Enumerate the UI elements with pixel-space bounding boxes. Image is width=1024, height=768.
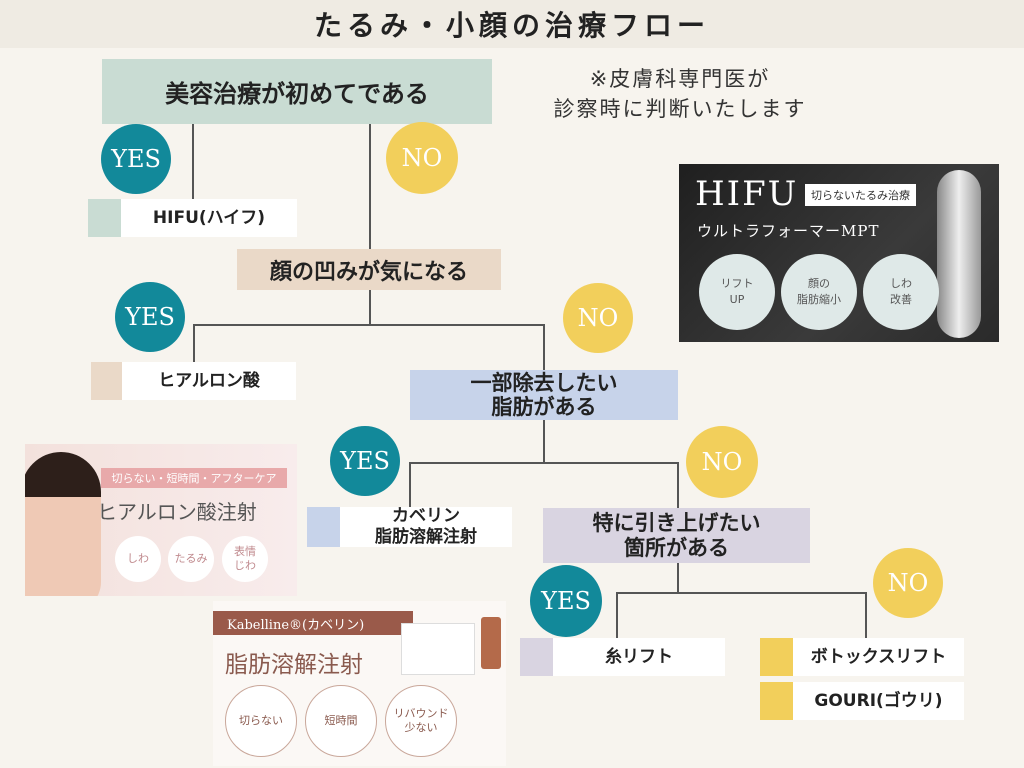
hyaluronic-feature-expression: 表情じわ xyxy=(222,536,268,582)
connector xyxy=(677,563,679,593)
hyaluronic-feature-sagging: たるみ xyxy=(168,536,214,582)
hifu-card-tag: 切らないたるみ治療 xyxy=(805,184,916,206)
hyaluronic-card-tag: 切らない・短時間・アフターケア xyxy=(101,468,287,488)
connector xyxy=(192,123,194,201)
result-tab xyxy=(91,362,125,400)
hifu-feature-fat: 顔の脂肪縮小 xyxy=(781,254,857,330)
question-line-2: 脂肪がある xyxy=(491,395,597,419)
question-first-treatment: 美容治療が初めてである xyxy=(102,59,492,124)
note-line-2: 診察時に判断いたします xyxy=(553,97,807,121)
connector xyxy=(193,324,545,326)
feature-line-1: リフト xyxy=(720,277,754,290)
no-badge: NO xyxy=(386,122,458,194)
connector xyxy=(543,420,545,464)
yes-badge: YES xyxy=(330,426,400,496)
connector xyxy=(369,123,371,249)
question-label: 顔の凹みが気になる xyxy=(269,259,468,285)
result-tab xyxy=(307,507,341,547)
question-line-1: 特に引き上げたい xyxy=(592,510,761,535)
hyaluronic-feature-wrinkle: しわ xyxy=(115,536,161,582)
connector xyxy=(865,592,867,638)
no-badge: NO xyxy=(873,548,943,618)
hifu-card-title: HIFU xyxy=(695,174,799,214)
product-vial-image xyxy=(481,617,501,669)
connector xyxy=(616,592,867,594)
kabelline-promo-card: Kabelline®(カベリン) 脂肪溶解注射 切らない 短時間 リバウンド少な… xyxy=(213,601,506,766)
model-face-image xyxy=(25,452,101,596)
result-kabelline: カベリン 脂肪溶解注射 xyxy=(340,506,512,547)
yes-badge: YES xyxy=(115,282,185,352)
connector xyxy=(193,324,195,362)
kabelline-feature-no-cut: 切らない xyxy=(225,685,297,757)
no-badge: NO xyxy=(563,283,633,353)
result-tab xyxy=(760,638,794,676)
result-tab xyxy=(88,199,122,237)
result-hyaluronic: ヒアルロン酸 xyxy=(122,362,296,400)
feature-line-2: 少ない xyxy=(404,721,438,734)
no-badge: NO xyxy=(686,426,758,498)
connector xyxy=(409,462,679,464)
hifu-promo-card: HIFU 切らないたるみ治療 ウルトラフォーマーMPT リフト UP 顔の脂肪縮小… xyxy=(679,164,999,342)
hyaluronic-promo-card: 切らない・短時間・アフターケア ヒアルロン酸注射 しわ たるみ 表情じわ xyxy=(25,444,297,596)
feature-line-2: 脂肪縮小 xyxy=(797,293,841,306)
kabelline-feature-rebound: リバウンド少ない xyxy=(385,685,457,757)
hyaluronic-card-title: ヒアルロン酸注射 xyxy=(97,500,257,524)
kabelline-card-title: 脂肪溶解注射 xyxy=(225,652,363,678)
feature-line-1: 表情 xyxy=(234,545,256,558)
feature-line-2: UP xyxy=(729,293,745,306)
result-line-2: 脂肪溶解注射 xyxy=(375,527,477,547)
result-botox-lift: ボトックスリフト xyxy=(793,638,964,676)
question-line-1: 一部除去したい xyxy=(470,371,618,395)
connector xyxy=(369,290,371,326)
note-line-1: ※皮膚科専門医が xyxy=(589,67,771,91)
feature-line-1: たるみ xyxy=(174,552,208,565)
result-thread-lift: 糸リフト xyxy=(553,638,725,676)
feature-line-1: リバウンド xyxy=(393,707,449,720)
feature-line-1: 切らない xyxy=(239,714,283,727)
question-lift-area: 特に引き上げたい 箇所がある xyxy=(543,508,810,563)
feature-line-2: 改善 xyxy=(890,293,912,306)
result-hifu: HIFU(ハイフ) xyxy=(121,199,297,237)
result-tab xyxy=(760,682,794,720)
product-box-image xyxy=(401,623,475,675)
title-bar xyxy=(0,0,1024,48)
result-gouri: GOURI(ゴウリ) xyxy=(793,682,964,720)
feature-line-1: 顔の xyxy=(808,277,830,290)
question-label: 美容治療が初めてである xyxy=(165,80,429,108)
connector xyxy=(616,592,618,638)
page-title: たるみ・小顔の治療フロー xyxy=(313,9,710,42)
connector xyxy=(409,462,411,510)
result-tab xyxy=(520,638,554,676)
question-fat-removal: 一部除去したい 脂肪がある xyxy=(410,370,678,420)
result-line-1: カベリン xyxy=(392,506,460,526)
hifu-device-image xyxy=(937,170,981,338)
yes-badge: YES xyxy=(101,124,171,194)
connector xyxy=(543,324,545,370)
feature-line-1: 短時間 xyxy=(324,714,358,727)
feature-line-1: しわ xyxy=(890,277,912,290)
kabelline-card-band: Kabelline®(カベリン) xyxy=(213,611,413,635)
hifu-card-subtitle: ウルトラフォーマーMPT xyxy=(697,222,880,240)
question-line-2: 箇所がある xyxy=(624,535,729,560)
feature-line-2: じわ xyxy=(234,559,256,572)
hifu-feature-lift: リフト UP xyxy=(699,254,775,330)
yes-badge: YES xyxy=(530,565,602,637)
connector xyxy=(677,462,679,508)
feature-line-1: しわ xyxy=(127,552,149,565)
question-face-hollows: 顔の凹みが気になる xyxy=(237,249,501,290)
kabelline-feature-short: 短時間 xyxy=(305,685,377,757)
hifu-feature-wrinkle: しわ改善 xyxy=(863,254,939,330)
doctor-note: ※皮膚科専門医が 診察時に判断いたします xyxy=(520,64,840,124)
